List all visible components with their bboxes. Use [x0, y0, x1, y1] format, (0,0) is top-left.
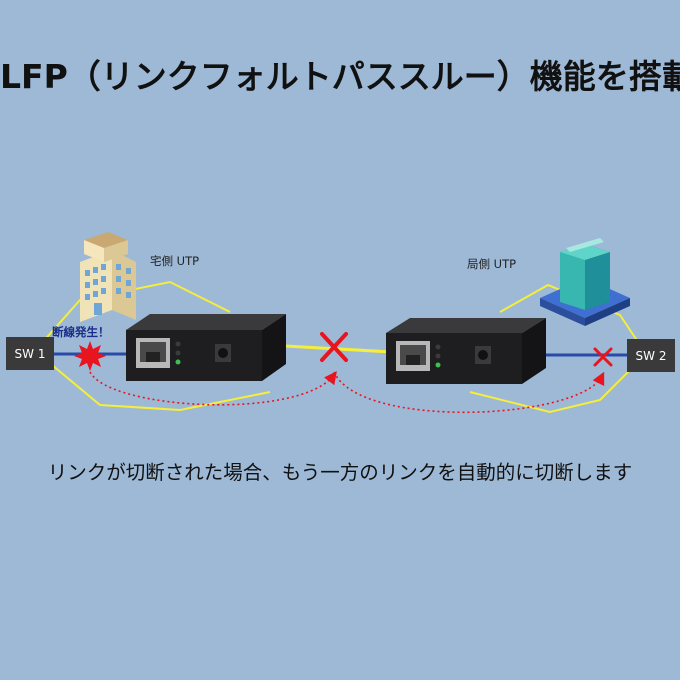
- sw1-label: SW 1: [15, 347, 46, 361]
- media-converter-icon: [386, 318, 546, 384]
- cross-icon: [593, 347, 613, 367]
- break-alert-label: 断線発生！: [52, 325, 110, 339]
- sw2-box: [627, 339, 675, 372]
- break-starburst-icon: [74, 341, 106, 371]
- page-title: LFP（リンクフォルトパススルー）機能を搭載: [0, 57, 680, 96]
- cross-icon: [320, 332, 348, 362]
- office-tower-icon: [540, 238, 630, 326]
- caption: リンクが切断された場合、もう一方のリンクを自動的に切断します: [47, 461, 633, 484]
- office-utp-label: 局側 UTP: [467, 257, 516, 271]
- media-converter-icon: [126, 314, 286, 381]
- home-utp-label: 宅側 UTP: [150, 254, 199, 268]
- sw2-label: SW 2: [636, 349, 667, 363]
- building-icon: [80, 232, 136, 322]
- lfp-dotted-arrow-right: [333, 371, 605, 414]
- lfp-dotted-arrow-left: [89, 371, 337, 406]
- office-utp-loop-bottom: [469, 359, 641, 414]
- sw1-box: [6, 337, 54, 370]
- home-utp-loop-bottom: [39, 354, 271, 412]
